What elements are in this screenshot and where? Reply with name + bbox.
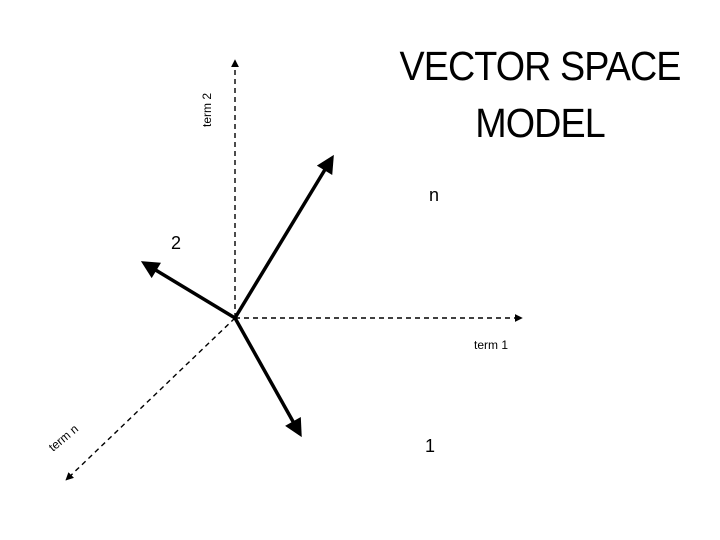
title-line-2: MODEL: [475, 100, 605, 146]
vector-label-2: 2: [171, 233, 181, 253]
axis-label-term-1: term 1: [474, 338, 508, 352]
axis-term-n: [65, 317, 236, 481]
title-line-1: VECTOR SPACE: [399, 43, 681, 89]
axis-label-term-2: term 2: [200, 93, 214, 127]
vector-2: [140, 261, 236, 320]
axis-label-term-n: term n: [46, 422, 81, 455]
vector-1: [233, 317, 302, 438]
vector-label-1: 1: [425, 436, 435, 456]
vector-n: [233, 154, 334, 319]
vector-label-n: n: [429, 185, 439, 205]
